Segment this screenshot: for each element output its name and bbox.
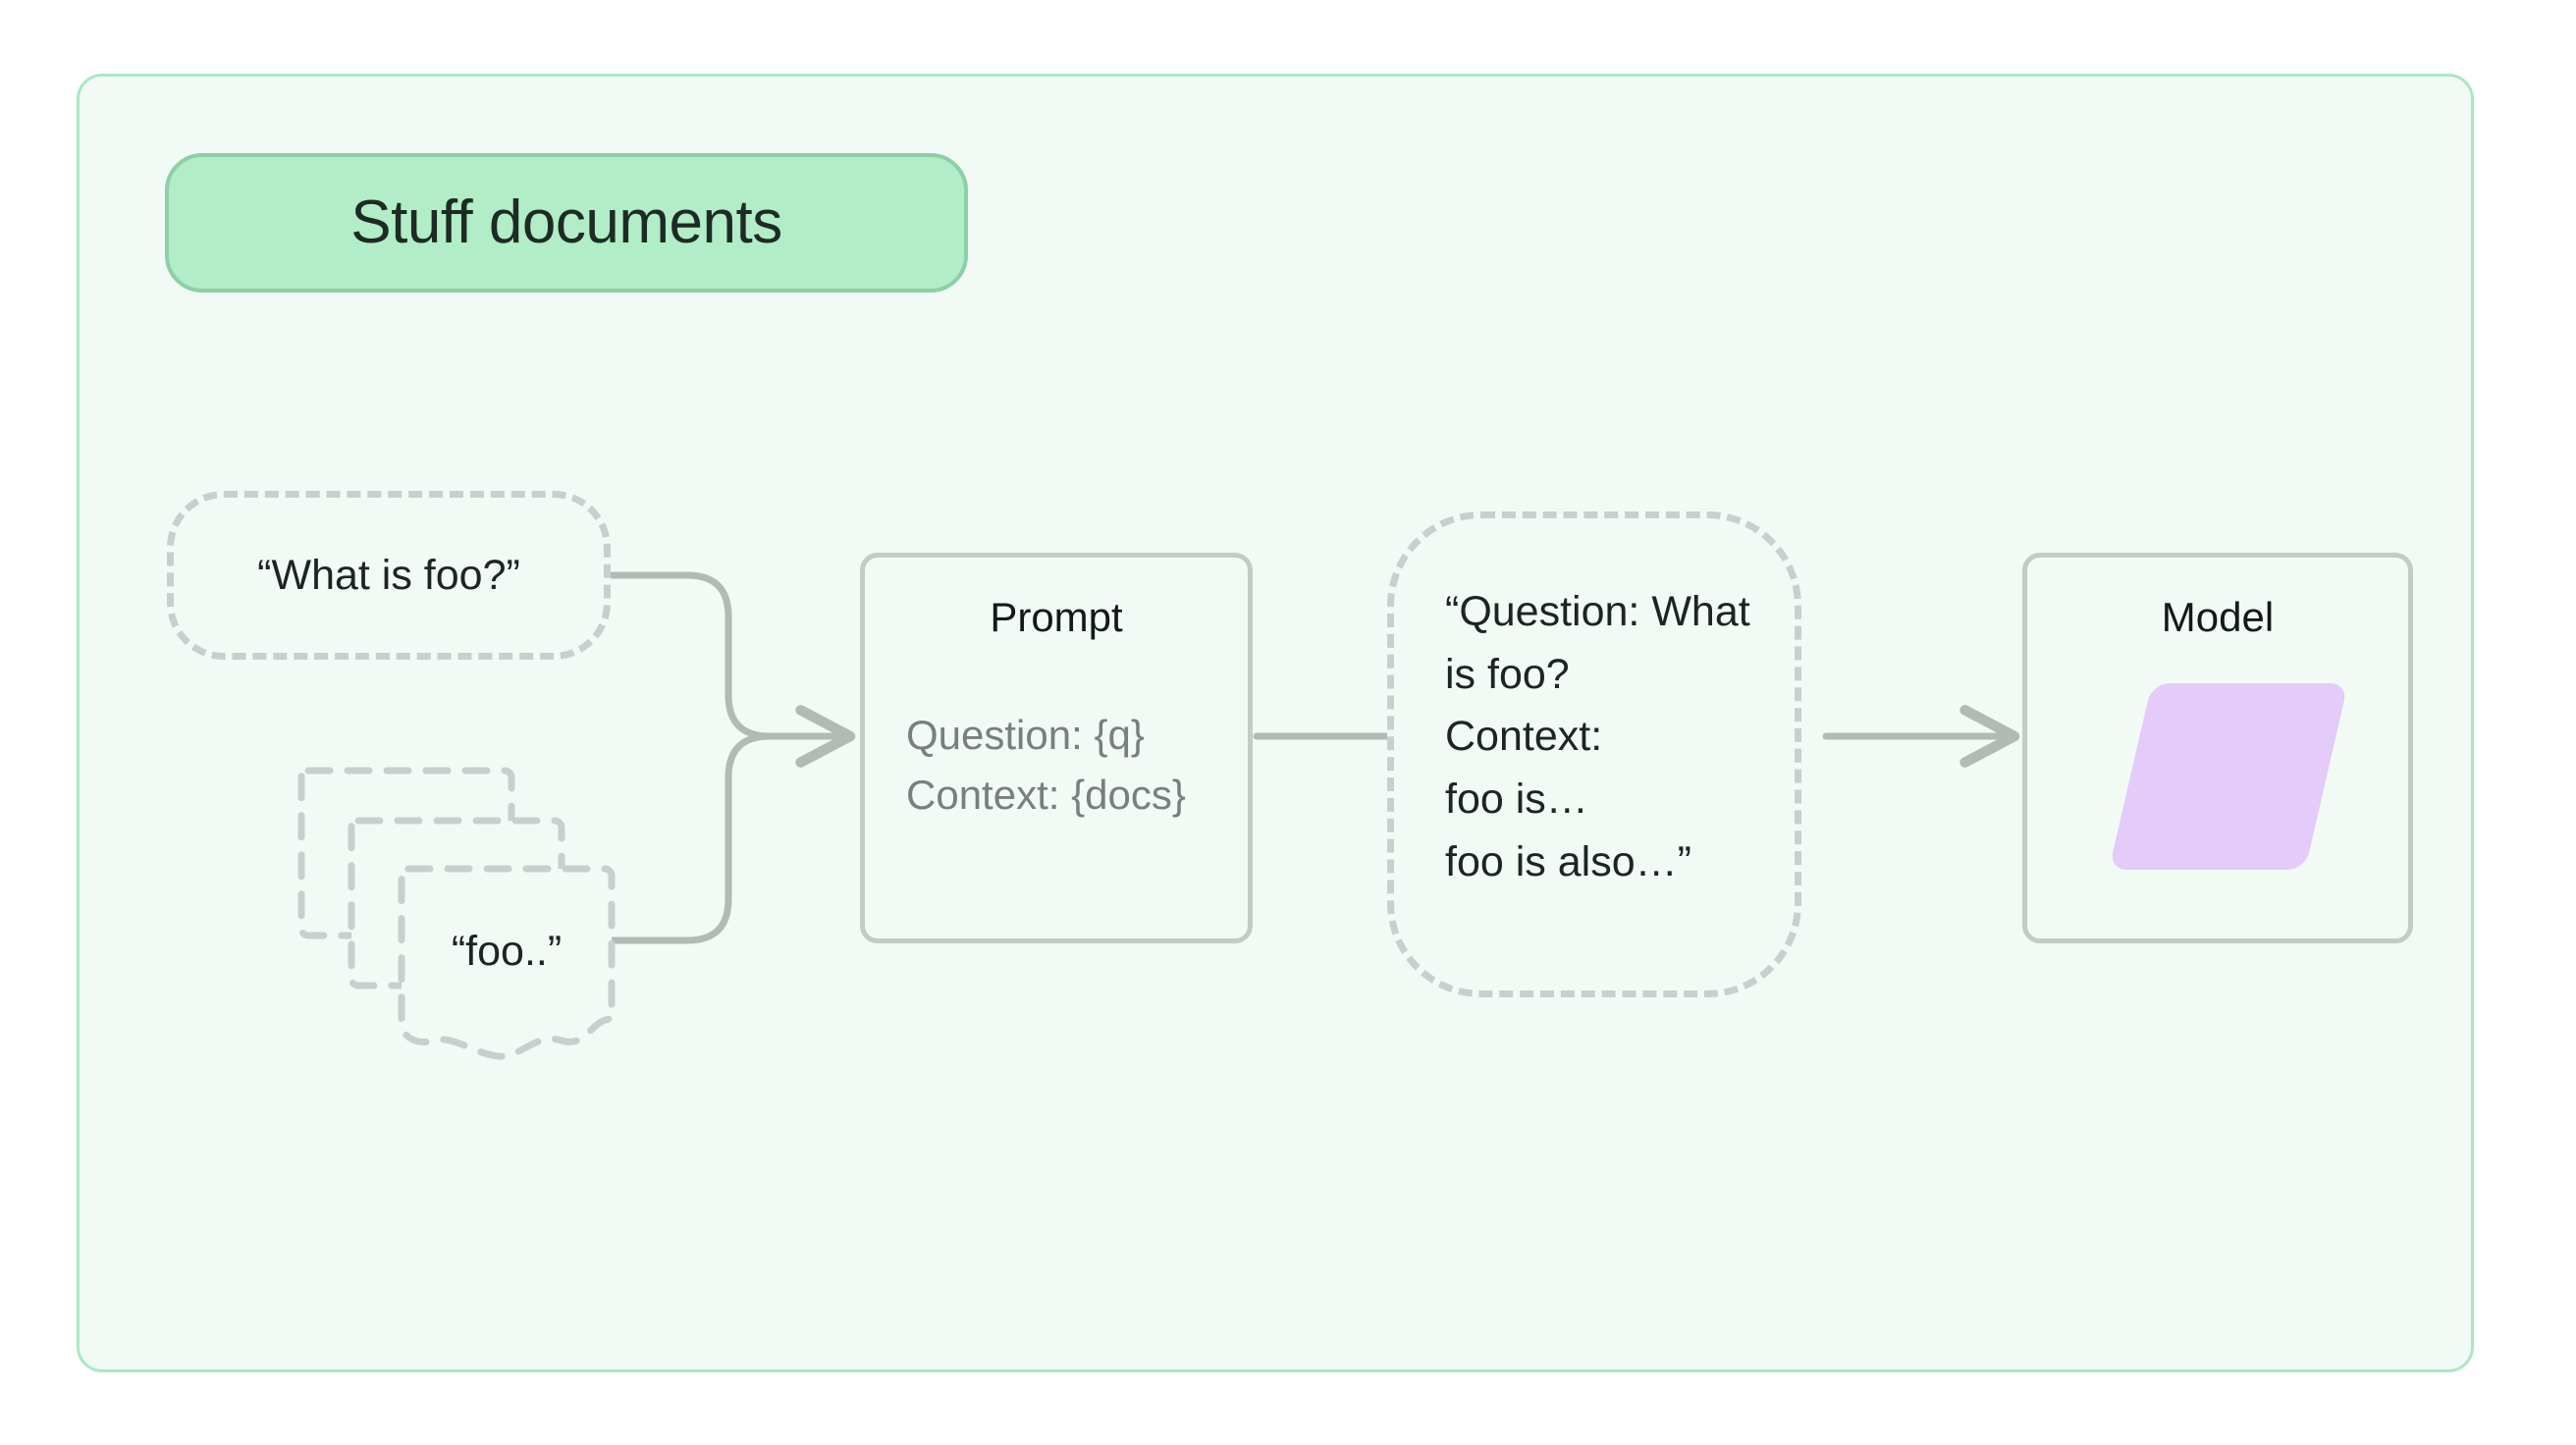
prompt-line-question: Question: {q} — [906, 712, 1145, 758]
title-badge: Stuff documents — [165, 153, 968, 293]
question-bubble-label: “What is foo?” — [257, 551, 520, 599]
documents-stack[interactable]: “foo..” — [295, 764, 618, 1063]
model-parallelogram-icon — [2109, 683, 2348, 870]
prompt-title: Prompt — [990, 594, 1123, 640]
rendered-prompt-line-4: foo is… — [1445, 775, 1588, 823]
rendered-prompt-text: “Question: What is foo? Context: foo is…… — [1445, 581, 1838, 893]
documents-stack-label: “foo..” — [451, 927, 563, 975]
model-title: Model — [2161, 594, 2275, 640]
rendered-prompt-line-2: is foo? — [1445, 650, 1570, 698]
question-bubble[interactable]: “What is foo?” — [167, 491, 611, 660]
rendered-prompt-line-1: “Question: What — [1445, 588, 1750, 635]
prompt-template-lines: Question: {q} Context: {docs} — [906, 705, 1186, 826]
rendered-prompt-line-5: foo is also…” — [1445, 837, 1691, 885]
document-sheet-front — [395, 862, 618, 1063]
model-node[interactable]: Model — [2022, 553, 2413, 943]
prompt-node[interactable]: Prompt Question: {q} Context: {docs} — [860, 553, 1253, 943]
rendered-prompt-bubble[interactable] — [1387, 511, 1801, 997]
rendered-prompt-line-3: Context: — [1445, 713, 1603, 761]
prompt-line-context: Context: {docs} — [906, 772, 1186, 819]
title-badge-label: Stuff documents — [350, 188, 782, 256]
